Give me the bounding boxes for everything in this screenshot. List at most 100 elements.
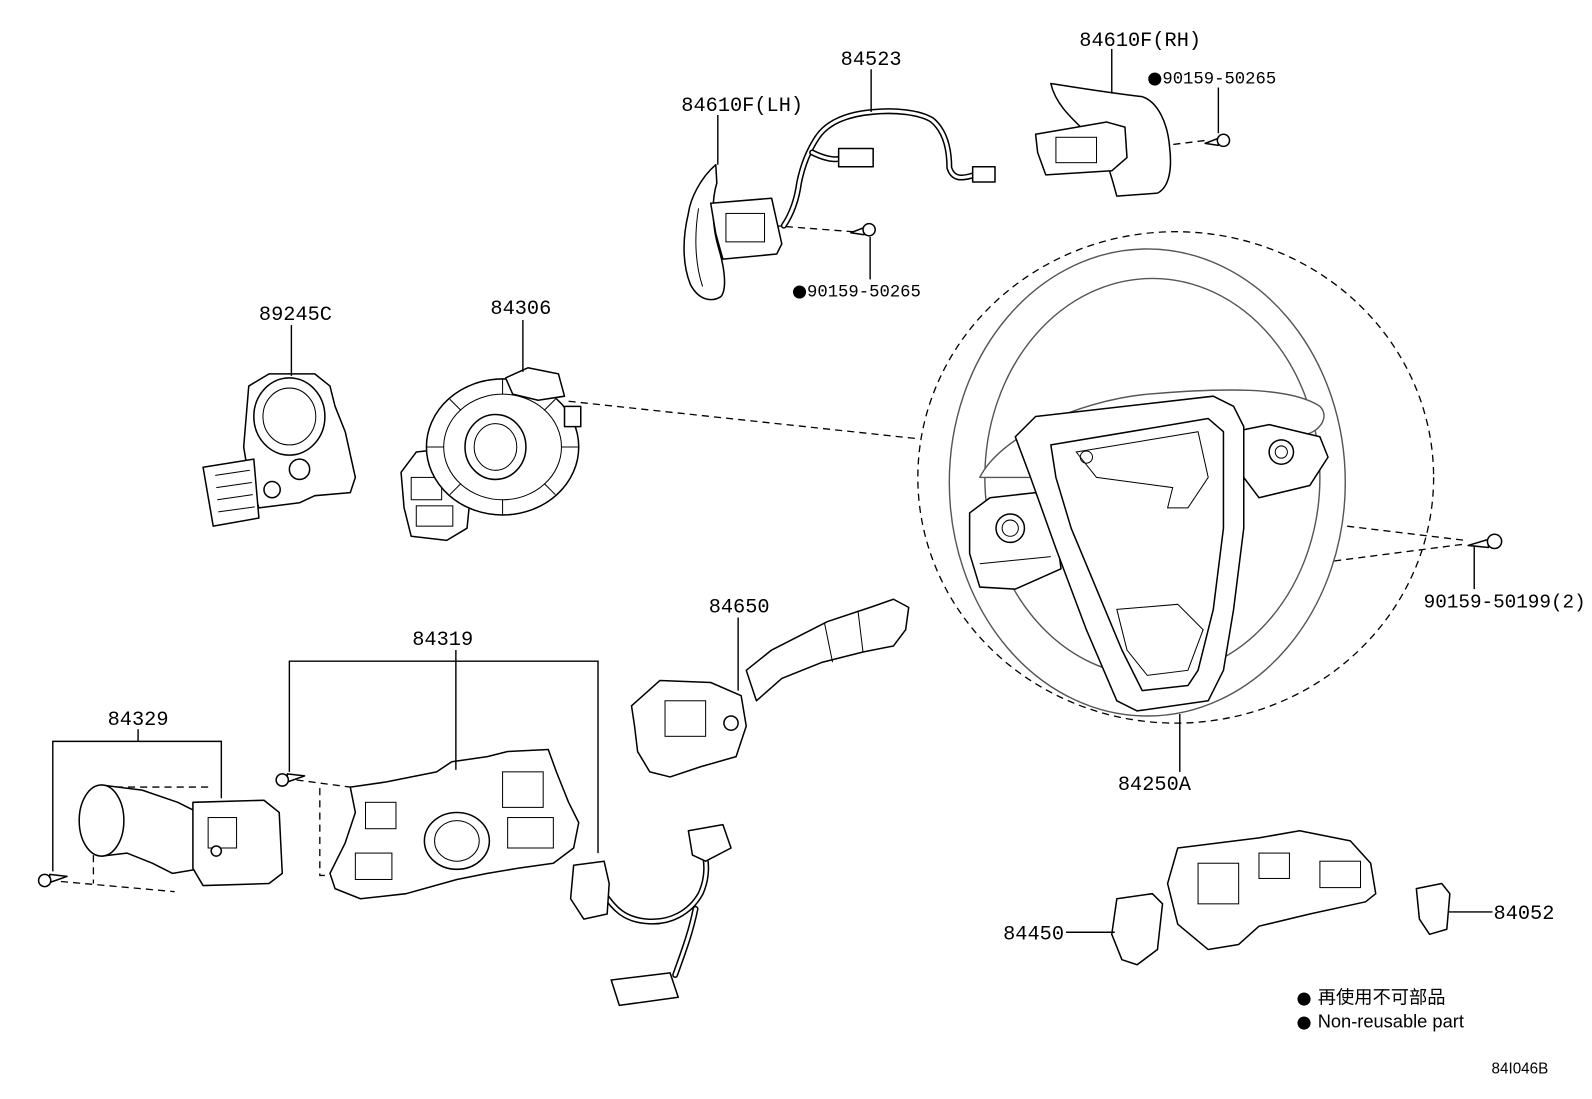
steering-wheel-drawing	[948, 248, 1346, 717]
leader-84319-bracket	[288, 660, 599, 854]
switch-84329-drawing	[78, 784, 284, 887]
spiral-cable-ribs	[426, 378, 579, 515]
sensor-connector-ribs	[215, 469, 255, 513]
harness-cable-core	[602, 846, 708, 924]
label-84329: 84329	[108, 709, 169, 732]
wheel-hub-cutout	[1075, 431, 1209, 509]
leader-84329-bracket	[52, 740, 223, 872]
label-89245c: 89245C	[259, 304, 332, 327]
body-detail	[365, 801, 397, 830]
sensor-hole	[288, 458, 311, 481]
body-detail-4	[354, 852, 393, 880]
switch-84650-drawing	[630, 598, 910, 778]
wire-outline	[780, 108, 978, 229]
wheel-hub-bolt-hole	[1079, 450, 1093, 464]
housing-detail	[664, 700, 707, 737]
wheel-hub-inner	[1050, 417, 1225, 692]
legend: ●再使用不可部品 ●Non-reusable part	[1297, 986, 1464, 1032]
switch-84319-drawing	[329, 748, 580, 900]
switch-84319-ring-inner	[434, 820, 480, 862]
harness-connector-end	[610, 972, 679, 1007]
paddle-lh-switch	[725, 212, 766, 243]
housing-pin	[210, 845, 223, 857]
label-bolt-lh: ●90159-50265	[792, 282, 921, 303]
wire-connector-b	[971, 165, 996, 183]
spiral-cable-side-tab	[563, 405, 582, 428]
callout-labels: 84523 84610F(RH) ●90159-50265 84610F(LH)…	[108, 30, 1586, 946]
wheel-right-button	[1268, 439, 1295, 465]
label-bolt-rh: ●90159-50265	[1147, 68, 1276, 89]
label-84523: 84523	[841, 49, 902, 72]
switch-84450-assembly-drawing	[1110, 829, 1451, 966]
lever-band	[823, 622, 834, 663]
paddle-lh-bracket	[709, 197, 783, 260]
spiral-cable-connector-2	[415, 505, 454, 527]
legend-item-japanese: ●再使用不可部品	[1297, 986, 1446, 1008]
housing-detail	[207, 817, 238, 849]
label-bolt-lh-number: 90159-50265	[807, 284, 921, 303]
body-detail-3	[507, 817, 554, 849]
figure-code: 84I046B	[1492, 1060, 1549, 1077]
bolt-head	[862, 222, 876, 237]
non-reusable-marker: ●	[1147, 68, 1162, 88]
housing-pin	[723, 715, 739, 731]
label-84306: 84306	[490, 298, 551, 321]
label-84610f-rh: 84610F(RH)	[1079, 30, 1201, 53]
harness-cable2-core	[673, 907, 698, 977]
label-84250a: 84250A	[1118, 774, 1192, 797]
label-84610f-lh: 84610F(LH)	[681, 95, 803, 118]
switch-84052-connector	[1415, 882, 1451, 936]
paddle-lh-drawing	[683, 163, 783, 301]
spiral-cable-hub-inner	[473, 423, 518, 471]
leader-lines	[52, 48, 1493, 933]
sensor-connector	[202, 458, 260, 527]
sensor-ring	[253, 377, 326, 456]
label-84052: 84052	[1494, 903, 1555, 926]
bolt-shank	[850, 226, 865, 236]
switch-84650-housing	[630, 679, 748, 778]
assembly-detail-2	[1258, 852, 1290, 879]
wheel-hub-lower-cutout	[1116, 603, 1204, 676]
bolt-lh-drawing	[850, 222, 876, 237]
legend-item-english: ●Non-reusable part	[1297, 1011, 1464, 1033]
sensor-hole-2	[263, 480, 281, 499]
assembly-detail-3	[1319, 860, 1362, 889]
switch-84450-connector	[1110, 892, 1164, 966]
screw-shank	[1467, 538, 1490, 549]
label-84650: 84650	[709, 596, 770, 619]
spiral-cable-top-tab	[504, 366, 566, 402]
body-detail-2	[502, 771, 544, 808]
screw-84319-drawing	[275, 773, 306, 787]
screw-84329-drawing	[37, 873, 68, 888]
switch-84650-lever	[745, 598, 910, 702]
wire-core	[782, 109, 977, 228]
label-wheel-screw: 90159-50199(2)	[1424, 591, 1586, 613]
paddle-rh-switch	[1055, 136, 1098, 164]
harness-drawing	[569, 823, 732, 1007]
assembly-body	[1166, 829, 1377, 951]
screw-head	[37, 873, 52, 888]
label-bolt-rh-number: 90159-50265	[1162, 70, 1276, 89]
bolt-shank	[1204, 137, 1220, 147]
legend-marker: ●	[1297, 1013, 1312, 1033]
harness-connector-top	[687, 823, 732, 862]
wheel-left-button-inner	[1001, 519, 1019, 537]
sensor-ring-inner	[262, 387, 317, 446]
bolt-head	[1216, 133, 1231, 148]
wheel-left-spoke-detail	[979, 556, 1051, 565]
switch-84329-lever-end	[78, 784, 125, 857]
paddle-lh-edge	[695, 208, 704, 287]
guide-84319-frame	[319, 788, 331, 877]
screw-head	[1486, 533, 1503, 550]
guide-84329-screw	[60, 880, 175, 893]
wheel-screw-drawing	[1467, 533, 1503, 550]
guide-84319-screw	[296, 779, 351, 788]
guide-spiral-to-wheel	[568, 400, 919, 440]
legend-marker: ●	[1297, 988, 1312, 1008]
sensor-89245c-drawing	[202, 373, 357, 527]
spiral-cable-drawing	[400, 366, 582, 542]
label-84450: 84450	[1003, 923, 1064, 946]
lever-band-2	[857, 610, 864, 653]
paddle-rh-drawing	[1034, 82, 1172, 197]
